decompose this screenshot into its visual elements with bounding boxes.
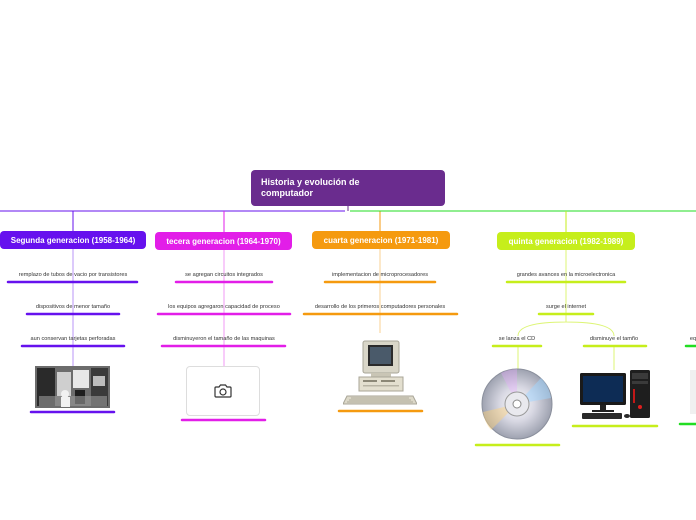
compact-disc bbox=[481, 368, 553, 440]
leaf-item[interactable]: se agregan circuitos integrados bbox=[185, 272, 263, 278]
image-placeholder[interactable] bbox=[186, 366, 260, 416]
camera-icon bbox=[214, 384, 232, 398]
root-title-line1: Historia y evolución de bbox=[261, 177, 360, 187]
leaf-subitem[interactable]: se lanza el CD bbox=[498, 336, 536, 342]
vintage-computer-room-photo bbox=[35, 366, 110, 408]
branch-node-cuarta-generacion[interactable]: cuarta generacion (1971-1981) bbox=[312, 231, 450, 249]
leaf-item[interactable]: remplazo de tubos de vacio por transisto… bbox=[18, 272, 128, 278]
leaf-item-clipped[interactable]: eq bbox=[689, 336, 696, 342]
branch-title: tecera generacion (1964-1970) bbox=[166, 236, 281, 246]
leaf-subitem[interactable]: disminuye el tamño bbox=[589, 336, 639, 342]
branch-title: Segunda generacion (1958-1964) bbox=[10, 235, 136, 245]
branch-node-segunda-generacion[interactable]: Segunda generacion (1958-1964) bbox=[0, 231, 146, 249]
leaf-item[interactable]: surge el internet bbox=[545, 304, 587, 310]
root-title-line2: computador bbox=[261, 188, 314, 198]
branch-node-tercera-generacion[interactable]: tecera generacion (1964-1970) bbox=[155, 232, 292, 250]
leaf-item[interactable]: los equipos agregaron capacidad de proce… bbox=[168, 304, 280, 310]
clipped-image bbox=[690, 370, 696, 414]
branch-title: cuarta generacion (1971-1981) bbox=[323, 235, 439, 245]
desktop-computer bbox=[580, 370, 650, 419]
leaf-item[interactable]: desarrollo de los primeros computadores … bbox=[314, 304, 446, 310]
branch-title: quinta generacion (1982-1989) bbox=[508, 236, 624, 246]
retro-personal-computer bbox=[343, 340, 417, 405]
leaf-item[interactable]: dispositivos de menor tamaño bbox=[35, 304, 111, 310]
leaf-item[interactable]: grandes avances en la microelectronica bbox=[516, 272, 616, 278]
leaf-item[interactable]: aun conservan tarjetas perforadas bbox=[30, 336, 116, 342]
root-node[interactable]: Historia y evolución de computador bbox=[251, 170, 445, 206]
leaf-item[interactable]: disminuyeron el tamaño de las maquinas bbox=[173, 336, 275, 342]
branch-node-quinta-generacion[interactable]: quinta generacion (1982-1989) bbox=[497, 232, 635, 250]
leaf-item[interactable]: implementacion de microprocesadores bbox=[331, 272, 429, 278]
